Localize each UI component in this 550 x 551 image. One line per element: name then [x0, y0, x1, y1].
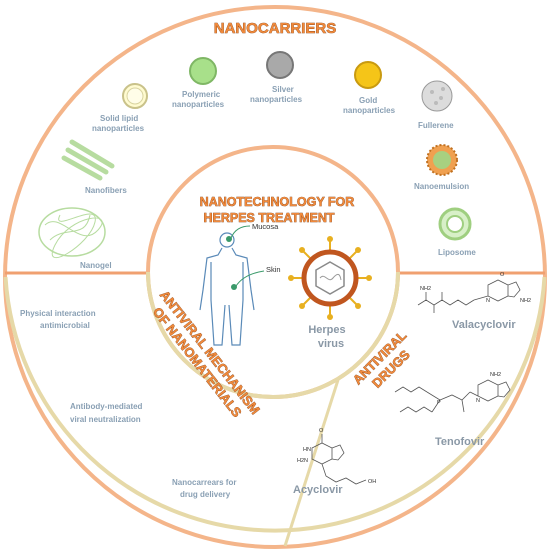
mucosa-marker [226, 236, 232, 242]
virus-label-2: virus [318, 338, 344, 350]
svg-text:N: N [476, 398, 480, 404]
silver-label: Silver [272, 85, 294, 94]
outer-ring-lower [3, 276, 547, 533]
physical-label-1: Physical interaction [20, 309, 96, 318]
nanocarriers-title: NANOCARRIERS [214, 20, 337, 37]
gold-label-2: nanoparticles [343, 106, 396, 115]
solid-lipid-core-icon [126, 87, 144, 105]
physical-label-2: antimicrobial [40, 321, 90, 330]
antibody-label-2: viral neutralization [70, 415, 141, 424]
skin-label: Skin [266, 265, 281, 274]
valacyclovir-label: Valacyclovir [452, 319, 516, 331]
gold-icon [354, 61, 382, 89]
gold-label: Gold [359, 96, 377, 105]
nanocarriers-delivery-label-1: Nanocarrears for [172, 478, 236, 487]
svg-text:O: O [500, 272, 505, 278]
mucosa-label: Mucosa [252, 222, 279, 231]
fullerene-dot-icon [439, 96, 443, 100]
center-title-2: HERPES TREATMENT [203, 211, 334, 225]
human-figure-icon [199, 232, 255, 346]
solid-lipid-label: Solid lipid [100, 114, 138, 123]
antibody-label-1: Antibody-mediated [70, 402, 143, 411]
acyclovir-structure-icon: O H2N HN OH [297, 428, 376, 485]
polymeric-label-2: nanoparticles [172, 100, 225, 109]
fullerene-icon [421, 80, 453, 112]
svg-text:NH2: NH2 [490, 372, 501, 378]
svg-text:OH: OH [368, 479, 376, 485]
svg-text:NH2: NH2 [420, 286, 431, 292]
svg-text:H2N: H2N [297, 458, 308, 464]
center-title-1: NANOTECHNOLOGY FOR [200, 195, 355, 209]
nanoemulsion-core-icon [433, 151, 451, 169]
skin-marker [231, 284, 237, 290]
svg-text:N: N [486, 298, 490, 304]
fullerene-label: Fullerene [418, 121, 454, 130]
divider-lower-right [283, 379, 340, 547]
skin-pointer [235, 270, 265, 287]
polymeric-icon [189, 57, 217, 85]
valacyclovir-structure-icon: NH2 O NH2 N [417, 272, 531, 313]
svg-text:P: P [437, 400, 441, 406]
silver-icon [266, 51, 294, 79]
nanogel-icon [38, 207, 106, 259]
polymeric-label: Polymeric [182, 90, 221, 99]
mucosa-pointer [230, 225, 251, 239]
silver-label-2: nanoparticles [250, 95, 303, 104]
nanoemulsion-label: Nanoemulsion [414, 182, 469, 191]
solid-lipid-label-2: nanoparticles [92, 124, 145, 133]
nanogel-label: Nanogel [80, 261, 112, 270]
nanofibers-icon [61, 139, 115, 181]
tenofovir-structure-icon: P NH2 N [394, 372, 511, 413]
svg-text:NH2: NH2 [520, 298, 531, 304]
nanofibers-label: Nanofibers [85, 186, 127, 195]
liposome-label: Liposome [438, 248, 476, 257]
tenofovir-label: Tenofovir [435, 436, 485, 448]
fullerene-dot-icon [430, 90, 434, 94]
herpes-virus-icon [288, 236, 372, 320]
inner-circle-lower [146, 271, 400, 399]
liposome-core-icon [446, 215, 464, 233]
svg-text:O: O [319, 428, 324, 434]
svg-text:HN: HN [303, 447, 311, 453]
nanocarriers-delivery-label-2: drug delivery [180, 490, 231, 499]
fullerene-dot-icon [434, 101, 438, 105]
fullerene-dot-icon [441, 87, 445, 91]
virus-label-1: Herpes [308, 324, 345, 336]
acyclovir-label: Acyclovir [293, 484, 343, 496]
